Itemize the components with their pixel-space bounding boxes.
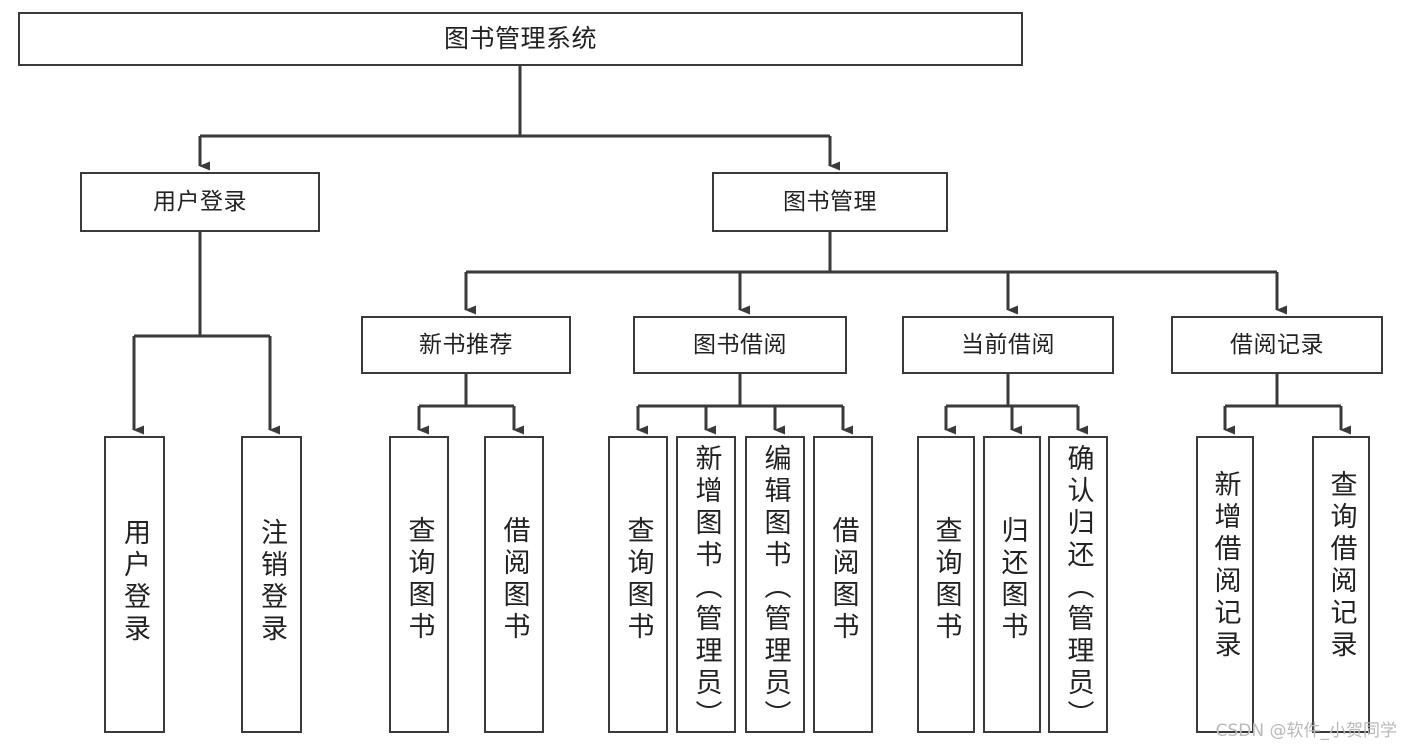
node-label: 图书借阅 <box>693 331 787 358</box>
leaf-label: 借阅图书 <box>498 516 530 644</box>
leaf-borrow-book-newbook[interactable]: 借阅图书 <box>484 436 544 733</box>
node-label: 新书推荐 <box>419 331 513 358</box>
leaf-label: 用户登录 <box>119 518 150 646</box>
leaf-label: 编辑图书（管理员） <box>759 444 791 732</box>
node-borrow-record[interactable]: 借阅记录 <box>1171 316 1383 374</box>
leaf-label: 查询图书 <box>930 516 962 644</box>
leaf-logout[interactable]: 注销登录 <box>241 436 302 733</box>
leaf-borrow-book[interactable]: 借阅图书 <box>813 436 873 733</box>
leaf-label: 新增借阅记录 <box>1209 470 1241 662</box>
node-label: 图书管理 <box>783 188 877 215</box>
leaf-add-borrow-record[interactable]: 新增借阅记录 <box>1196 436 1254 733</box>
leaf-query-borrow-record[interactable]: 查询借阅记录 <box>1312 436 1370 733</box>
leaf-label: 查询图书 <box>403 516 435 644</box>
leaf-confirm-return-admin[interactable]: 确认归还（管理员） <box>1048 436 1108 733</box>
leaf-user-login[interactable]: 用户登录 <box>104 436 165 733</box>
node-new-book-recommend[interactable]: 新书推荐 <box>361 316 571 374</box>
leaf-query-book-borrow[interactable]: 查询图书 <box>608 436 668 733</box>
leaf-label: 注销登录 <box>256 518 287 646</box>
leaf-label: 归还图书 <box>996 516 1028 644</box>
node-user-login[interactable]: 用户登录 <box>80 172 320 232</box>
node-label: 借阅记录 <box>1230 331 1324 358</box>
node-book-borrow[interactable]: 图书借阅 <box>633 316 847 374</box>
leaf-label: 新增图书（管理员） <box>690 444 722 732</box>
node-label: 用户登录 <box>153 188 247 215</box>
leaf-add-book-admin[interactable]: 新增图书（管理员） <box>676 436 736 733</box>
node-book-management[interactable]: 图书管理 <box>712 172 948 232</box>
leaf-query-book-newbook[interactable]: 查询图书 <box>389 436 449 733</box>
node-root-system[interactable]: 图书管理系统 <box>18 12 1023 66</box>
node-label: 当前借阅 <box>961 331 1055 358</box>
leaf-label: 查询图书 <box>622 516 654 644</box>
leaf-label: 借阅图书 <box>827 516 859 644</box>
node-label: 图书管理系统 <box>443 23 597 53</box>
leaf-edit-book-admin[interactable]: 编辑图书（管理员） <box>745 436 805 733</box>
node-current-borrow[interactable]: 当前借阅 <box>902 316 1114 374</box>
leaf-label: 确认归还（管理员） <box>1062 444 1094 732</box>
leaf-query-book-current[interactable]: 查询图书 <box>917 436 975 733</box>
leaf-label: 查询借阅记录 <box>1325 470 1357 662</box>
leaf-return-book[interactable]: 归还图书 <box>983 436 1041 733</box>
